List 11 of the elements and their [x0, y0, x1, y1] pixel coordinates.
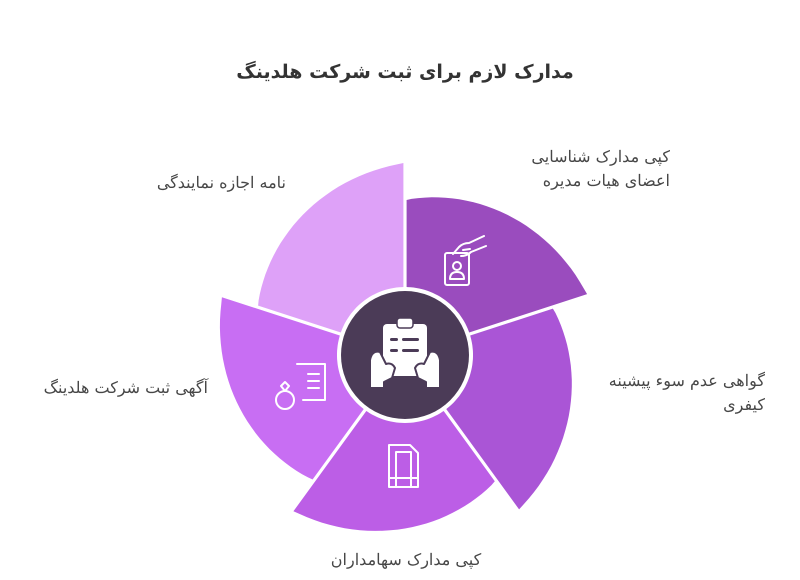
wedge-segment — [220, 297, 364, 480]
item-label: آگهی ثبت شرکت هلدینگ — [44, 377, 208, 399]
title: مدارک لازم برای ثبت شرکت هلدینگ — [236, 60, 574, 85]
item-label: گواهی عدم سوء پیشینه کیفری — [608, 370, 765, 416]
wedge-segment — [446, 308, 572, 510]
item-label: کپی مدارک شناسایی اعضای هیات مدیره — [530, 146, 670, 192]
item-label: نامه اجازه نمایندگی — [156, 172, 286, 194]
item-label: کپی مدارک سهامداران — [330, 549, 482, 571]
wedge-segment — [258, 163, 404, 332]
wedge-segment — [293, 411, 495, 531]
wedge-segment — [406, 197, 588, 332]
